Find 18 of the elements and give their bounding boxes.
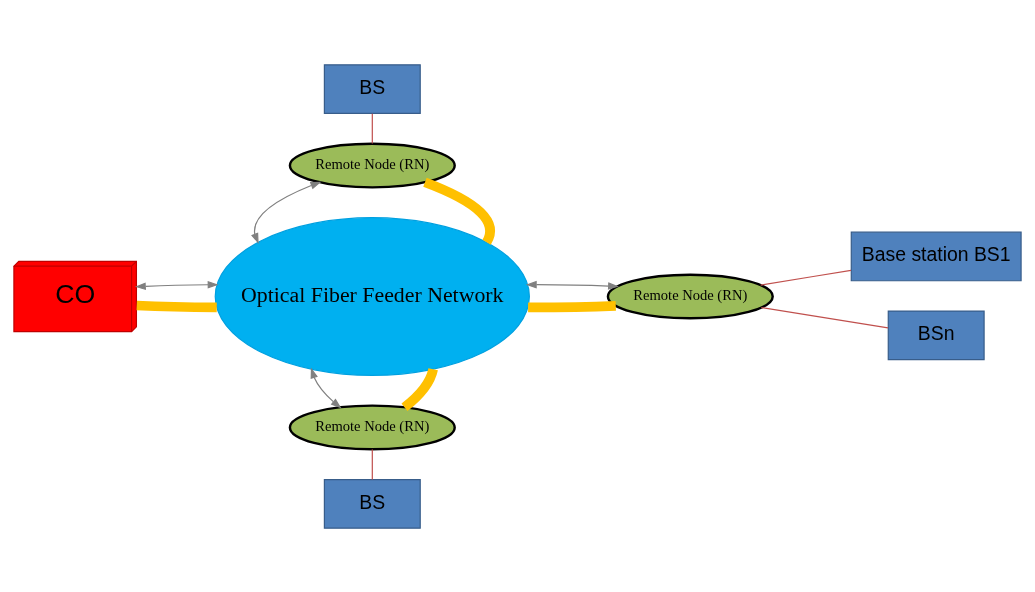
node-ellipse: Optical Fiber Feeder Network	[214, 216, 530, 376]
connector	[423, 177, 495, 244]
connector	[371, 448, 373, 480]
arrow	[134, 280, 219, 290]
node-box: Base station BS1	[850, 231, 1022, 281]
connector	[371, 112, 373, 144]
node-box: BS	[323, 478, 421, 529]
connector	[760, 269, 852, 286]
node-box: BS	[323, 63, 421, 114]
arrow	[525, 280, 619, 290]
node-box: BSn	[887, 309, 985, 360]
connector	[528, 300, 616, 312]
connector	[760, 306, 889, 328]
arrow	[251, 181, 322, 244]
arrow	[310, 366, 342, 408]
connector	[401, 367, 438, 411]
connector	[136, 300, 217, 312]
node-ellipse: Remote Node (RN)	[288, 403, 456, 451]
